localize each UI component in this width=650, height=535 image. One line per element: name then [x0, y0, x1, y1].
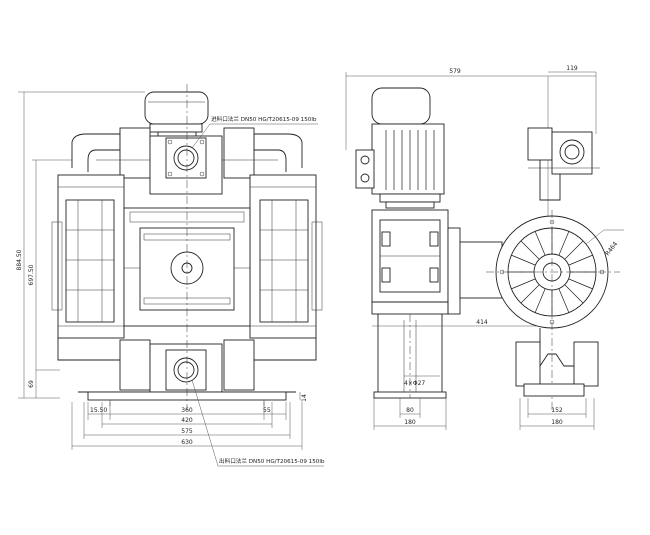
side-dimensions: 579 119 414 4×Φ27 80 180	[345, 65, 597, 430]
dim-foot-outer: 180	[404, 419, 416, 426]
dim-bolt-hole: 4×Φ27	[404, 380, 425, 387]
dim-base-plate: 14	[301, 394, 308, 402]
end-view	[486, 127, 620, 410]
front-dimensions: 884.50 697.50 69 14 15.50 360 55 420 575…	[16, 91, 308, 450]
front-view	[51, 84, 323, 410]
dim-height-total: 884.50	[16, 249, 23, 270]
dim-base-inner: 152	[551, 407, 563, 414]
dim-motor-offset: 119	[566, 65, 578, 72]
dim-foot-right: 55	[263, 407, 271, 414]
dim-bolt-span: 360	[181, 407, 193, 414]
end-bottom-flange	[515, 328, 599, 397]
end-disc	[486, 210, 620, 410]
dim-foot-inner: 80	[406, 407, 414, 414]
bottom-manifold	[57, 338, 317, 397]
motor-side	[355, 87, 445, 209]
dim-radius: R464	[604, 240, 619, 257]
top-manifold	[71, 127, 303, 195]
dim-overall-depth: 579	[449, 68, 461, 75]
dim-base-left: 15.50	[90, 407, 107, 414]
right-chamber	[249, 174, 323, 339]
dim-base-outer: 180	[551, 419, 563, 426]
dim-overall-width: 630	[181, 439, 193, 446]
inlet-note: 进料口法兰 DN50 HG/T20615-09 150lb	[211, 115, 317, 123]
outlet-note: 出料口法兰 DN50 HG/T20615-09 150lb	[219, 457, 325, 465]
side-view	[355, 87, 503, 399]
dim-height-mid: 697.50	[28, 264, 35, 285]
left-chamber	[51, 174, 125, 339]
callouts: 进料口法兰 DN50 HG/T20615-09 150lb 出料口法兰 DN50…	[191, 115, 325, 467]
side-base	[373, 314, 447, 399]
dim-height-base: 69	[28, 380, 35, 388]
dim-frame-width: 420	[181, 417, 193, 424]
end-top-flange	[527, 127, 600, 201]
motor-front	[144, 91, 209, 141]
dim-body-width: 575	[181, 428, 193, 435]
dim-frame-depth: 414	[476, 319, 488, 326]
